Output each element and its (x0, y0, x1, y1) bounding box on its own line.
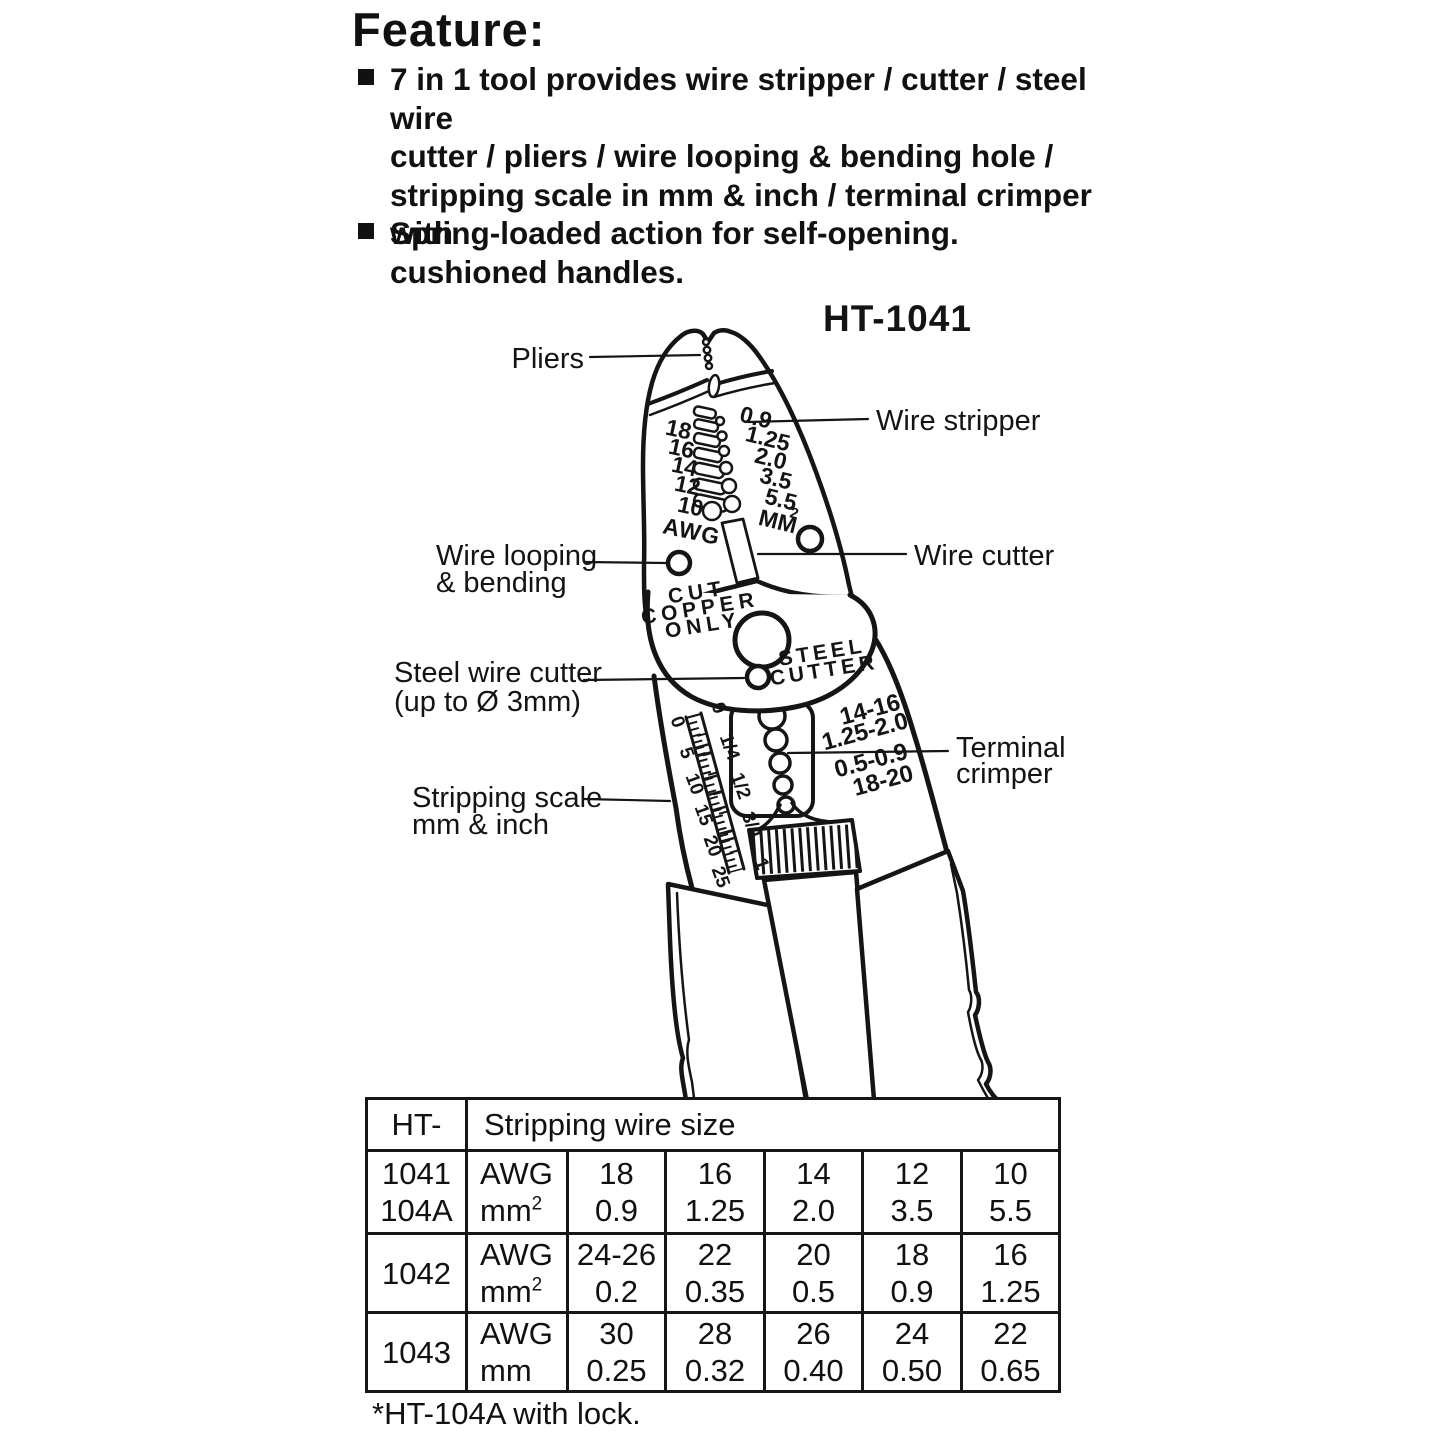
model-cell: 1042 (365, 1232, 468, 1314)
model-line: 104A (380, 1193, 453, 1228)
awg-mark: 18 (663, 414, 694, 445)
footnote: *HT-104A with lock. (372, 1396, 641, 1431)
label-wire-cutter: Wire cutter (914, 540, 1055, 572)
model-cell: 1043 (365, 1311, 468, 1393)
unit-cell: AWG mm (465, 1311, 569, 1393)
bullet-line: stripping scale in mm & inch / terminal … (390, 176, 1092, 252)
unit-line: mm2 (480, 1274, 543, 1309)
unit-cell: AWG mm2 (465, 1149, 569, 1235)
label-stripping-scale: mm & inch (412, 809, 549, 841)
awg-mark: 16 (666, 433, 696, 464)
steel-cutter-hole (744, 663, 772, 691)
label-steel-wire-cutter: (up to Ø 3mm) (394, 686, 581, 718)
header-ht: HT- (365, 1097, 468, 1152)
label-terminal-crimper: Terminal (956, 732, 1066, 764)
model-cell: 1041 104A (365, 1149, 468, 1235)
unit-line: AWG (480, 1156, 553, 1191)
feature-bullet-2: Spring-loaded action for self-opening. (356, 214, 1116, 253)
awg-mark: 14 (669, 451, 700, 482)
label-wire-stripper: Wire stripper (876, 405, 1041, 437)
model-line: 1041 (382, 1156, 451, 1191)
bullet-line: cutter / pliers / wire looping & bending… (390, 138, 1054, 174)
bullet-line: Spring-loaded action for self-opening. (390, 215, 959, 251)
unit-line: mm (480, 1353, 532, 1388)
stripping-size-table: HT- Stripping wire size 1041 104A AWG mm… (365, 1097, 1061, 1393)
bullet-square-icon (358, 69, 374, 85)
awg-mark: 10 (675, 491, 705, 522)
pliers-serration (701, 337, 721, 399)
label-steel-wire-cutter: Steel wire cutter (394, 657, 602, 689)
label-terminal-crimper: crimper (956, 758, 1053, 790)
label-stripping-scale: Stripping scale (412, 782, 602, 814)
stripper-notches (692, 405, 742, 522)
feature-heading: Feature: (352, 3, 546, 56)
bullet-line: cushioned handles. (390, 253, 685, 290)
unit-line: mm2 (480, 1193, 543, 1228)
label-wire-looping: & bending (436, 567, 567, 599)
mm-unit-sup: 2 (788, 504, 800, 523)
table-header-row: HT- Stripping wire size (365, 1097, 1061, 1152)
feature-bullet-1: 7 in 1 tool provides wire stripper / cut… (356, 60, 1116, 291)
bullet-line: 7 in 1 tool provides wire stripper / cut… (390, 61, 1087, 136)
header-stripping-wire-size: Stripping wire size (465, 1097, 1061, 1152)
leader-lines (582, 353, 950, 803)
label-wire-looping: Wire looping (436, 540, 597, 572)
awg-mark: 12 (672, 470, 702, 501)
bullet-square-icon (358, 223, 374, 239)
wire-looping-hole (665, 549, 693, 577)
label-pliers: Pliers (511, 343, 584, 375)
model-number: HT-1041 (823, 298, 972, 339)
wire-cutter-hole (795, 524, 825, 554)
unit-cell: AWG mm2 (465, 1232, 569, 1314)
